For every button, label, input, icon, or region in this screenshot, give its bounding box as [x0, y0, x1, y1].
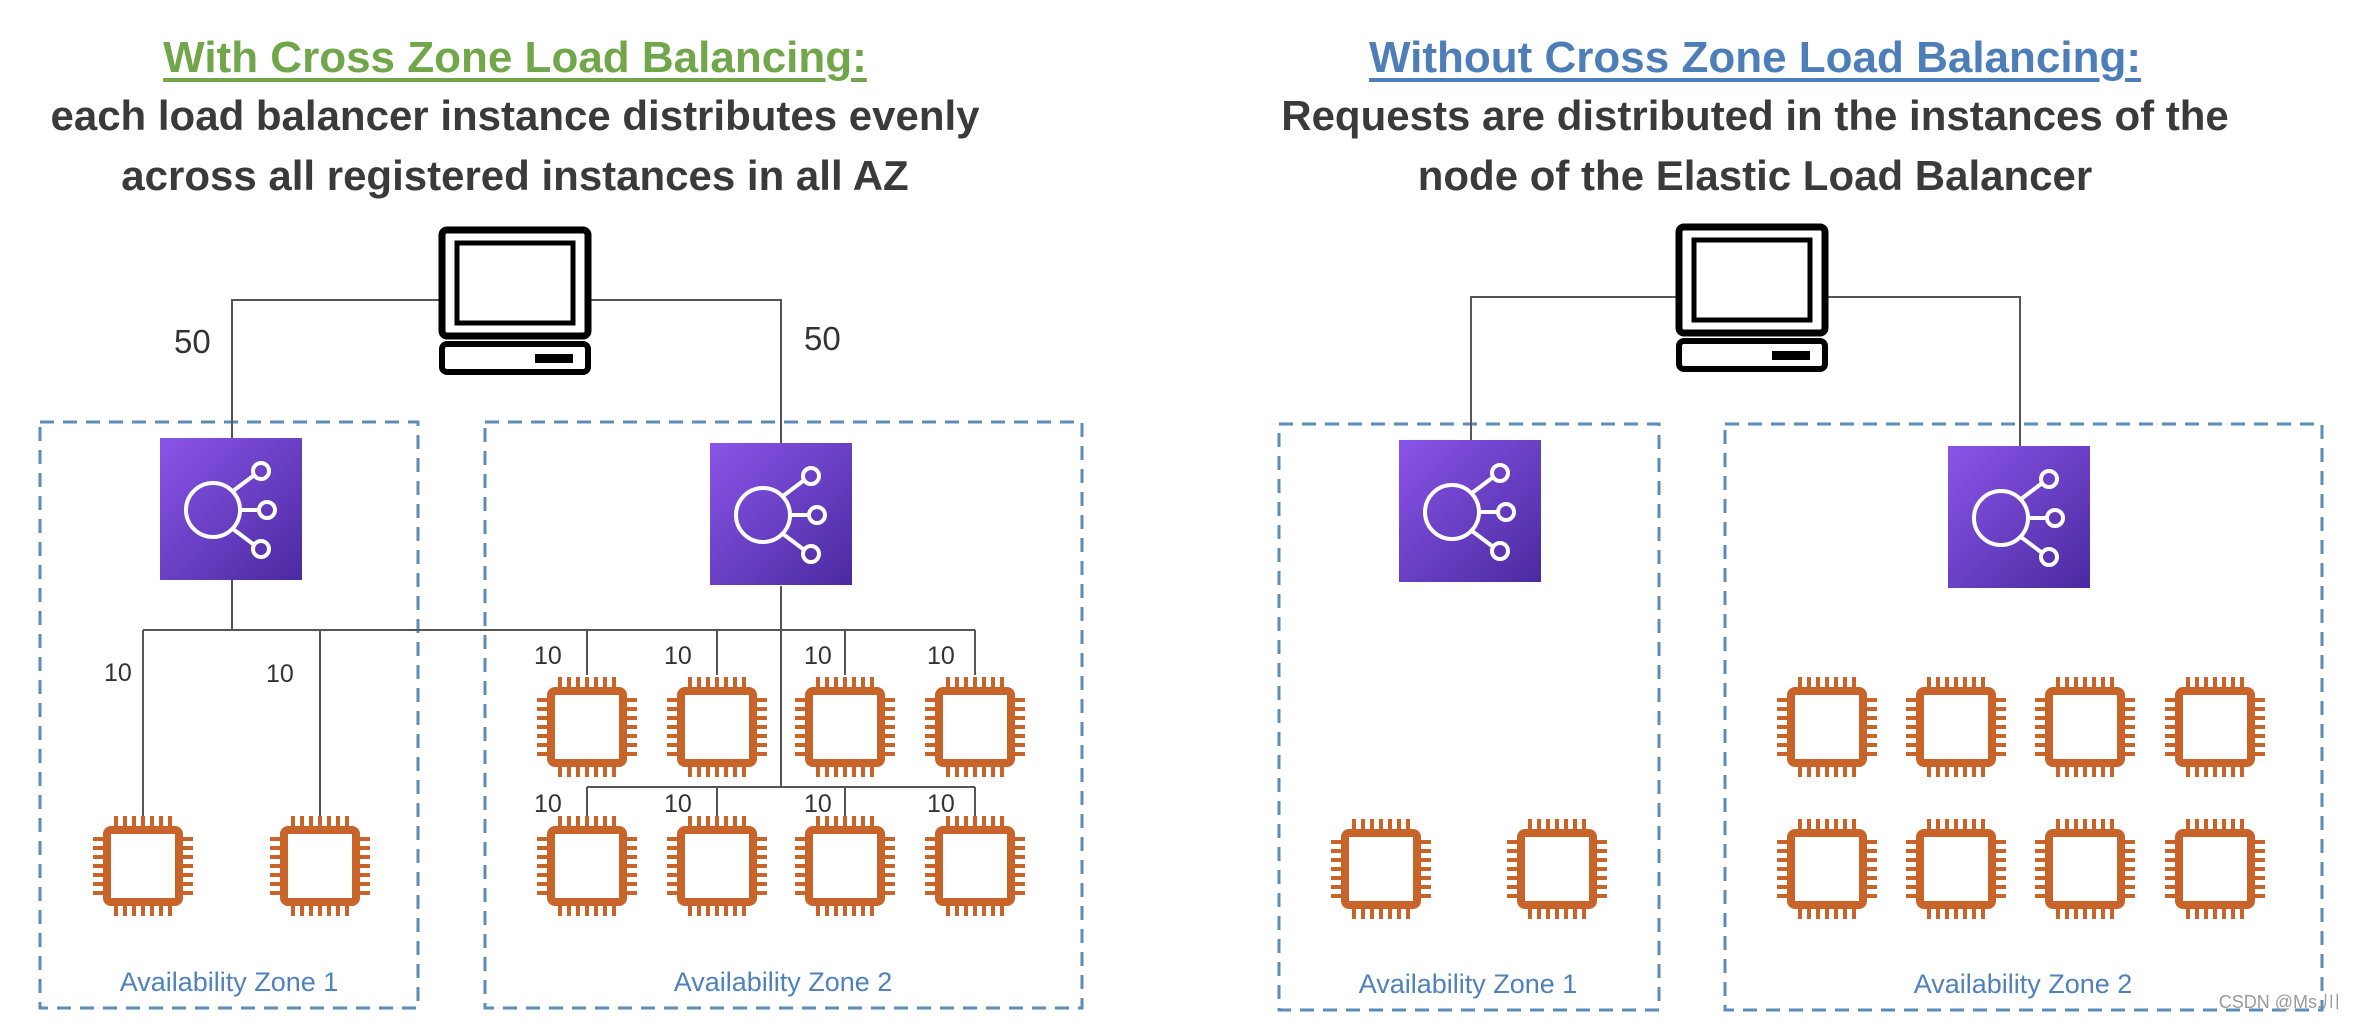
left-az1-instance-icon: [93, 816, 193, 916]
left-az1-weight-label: 10: [104, 659, 132, 687]
right-client-connectors: [1470, 296, 2021, 446]
left-az2-weight-label: 10: [664, 642, 692, 670]
right-az2-instance-icon: [1777, 677, 1877, 777]
right-az1-box: [1277, 422, 1661, 1012]
left-az2-instance-icon: [667, 677, 767, 777]
right-az2-instance-icon: [1777, 819, 1877, 919]
left-az2-instance-icon: [537, 677, 637, 777]
left-az2-instance-icon: [795, 816, 895, 916]
left-request-label-az1: 50: [174, 323, 211, 360]
right-az2-instance-icon: [2165, 677, 2265, 777]
left-heading-title: With Cross Zone Load Balancing:: [163, 33, 867, 82]
left-az2-weight-label: 10: [927, 642, 955, 670]
left-heading-block: With Cross Zone Load Balancing: each loa…: [0, 30, 1030, 206]
left-az2-load-balancer-icon: [708, 441, 854, 587]
left-diagram: 50 50 10 10 10 10 10 10 10 10 10 10 Avai…: [38, 230, 1084, 1010]
left-az1-label: Availability Zone 1: [120, 967, 339, 997]
left-az1-load-balancer-icon: [158, 436, 304, 582]
right-subtitle-line1: Requests are distributed in the instance…: [1281, 92, 2229, 139]
left-az2-weight-label: 10: [664, 790, 692, 818]
left-az2-weight-label: 10: [534, 790, 562, 818]
right-az1-instance-icon: [1331, 819, 1431, 919]
left-az2-box: [483, 420, 1084, 1010]
right-az2-box: [1723, 422, 2324, 1012]
left-az2-weight-label: 10: [804, 790, 832, 818]
left-az1-instance-icon: [270, 816, 370, 916]
left-client-connectors: [231, 299, 782, 443]
right-heading-title: Without Cross Zone Load Balancing:: [1368, 33, 2142, 82]
left-az1-box: [38, 420, 420, 1010]
left-subtitle-line2: across all registered instances in all A…: [121, 152, 909, 199]
left-az2-instance-icon: [795, 677, 895, 777]
right-az2-instance-icon: [1906, 677, 2006, 777]
watermark: CSDN @Ms.川: [2218, 992, 2340, 1012]
left-az2-weight-label: 10: [804, 642, 832, 670]
right-az1-load-balancer-icon: [1397, 438, 1543, 584]
right-az2-instance-icon: [1906, 819, 2006, 919]
right-az1-instance-icon: [1507, 819, 1607, 919]
left-az2-instance-icon: [925, 816, 1025, 916]
left-request-label-az2: 50: [804, 320, 841, 357]
right-subtitle-line2: node of the Elastic Load Balancer: [1417, 152, 2093, 199]
left-subtitle-line1: each load balancer instance distributes …: [50, 92, 980, 139]
right-az2-instance-icon: [2035, 677, 2135, 777]
left-az2-weight-label: 10: [534, 642, 562, 670]
right-client-computer-icon: [1679, 227, 1825, 369]
left-client-computer-icon: [442, 230, 588, 372]
left-az2-instance-icon: [537, 816, 637, 916]
left-az2-label: Availability Zone 2: [674, 967, 893, 997]
right-az2-instance-icon: [2035, 819, 2135, 919]
right-az2-instance-icon: [2165, 819, 2265, 919]
left-az2-weight-label: 10: [927, 790, 955, 818]
right-az2-load-balancer-icon: [1946, 444, 2092, 590]
right-az2-label: Availability Zone 2: [1914, 969, 2133, 999]
left-az2-instance-icon: [667, 816, 767, 916]
left-az1-weight-label: 10: [266, 660, 294, 688]
right-az1-label: Availability Zone 1: [1359, 969, 1578, 999]
right-diagram: Availability Zone 1 Availability Zone 2: [1277, 227, 2324, 1012]
left-distribution-lines: [142, 580, 976, 820]
left-az2-instance-icon: [925, 677, 1025, 777]
right-heading-block: Without Cross Zone Load Balancing: Reque…: [1180, 30, 2330, 206]
